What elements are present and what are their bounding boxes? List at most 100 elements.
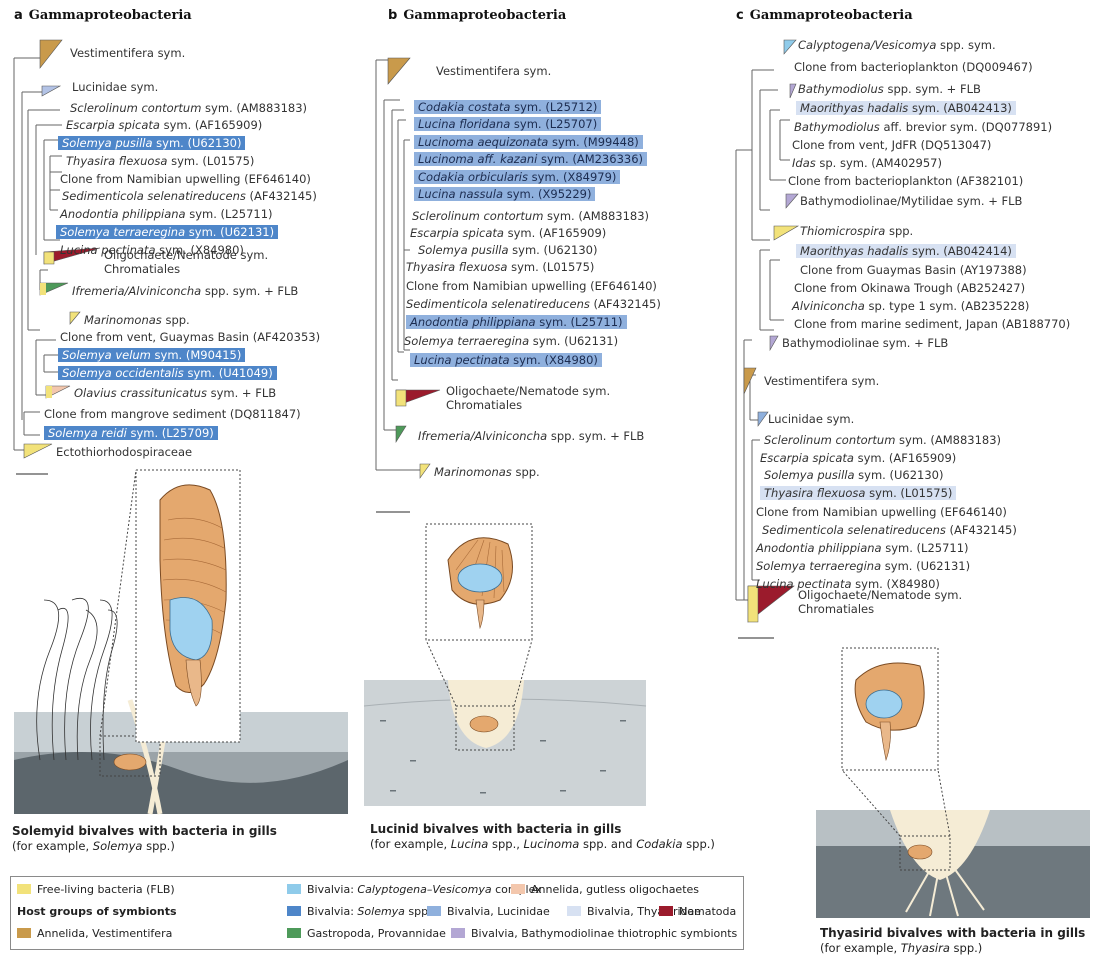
tree-b-leaf: Chromatiales: [446, 398, 522, 413]
legend-item-flb: Free-living bacteria (FLB): [17, 883, 175, 897]
legend-item-solemya: Bivalvia: Solemya spp.: [287, 905, 432, 919]
lucinidae-clade-a: [42, 86, 60, 96]
tree-a-leaf: Lucinidae sym.: [72, 80, 158, 95]
tree-a-leaf: Solemya occidentalis sym. (U41049): [58, 366, 277, 381]
tree-b-leaf: Oligochaete/Nematode sym.: [446, 384, 610, 399]
tree-c-leaf: Anodontia philippiana sym. (L25711): [756, 541, 969, 556]
tree-c-leaf: Bathymodiolus aff. brevior sym. (DQ07789…: [794, 120, 1052, 135]
caption-b: Lucinid bivalves with bacteria in gills …: [370, 822, 715, 852]
tree-c-leaf: Clone from bacterioplankton (AF382101): [788, 174, 1023, 189]
tree-a-leaf: Sedimenticola selenatireducens (AF432145…: [62, 189, 317, 204]
bathymodiolinae-clade-c: [786, 194, 798, 208]
illustration-c: [816, 648, 1090, 918]
tree-b-leaf: Anodontia philippiana sym. (L25711): [406, 315, 627, 330]
tree-a-leaf: Solemya reidi sym. (L25709): [44, 426, 218, 441]
tree-c-leaf: Thiomicrospira spp.: [800, 224, 913, 239]
tree-c-leaf: Lucinidae sym.: [768, 412, 854, 427]
legend-item-calyptogena: Bivalvia: Calyptogena–Vesicomya complex: [287, 883, 542, 897]
tree-b-leaf: Solemya pusilla sym. (U62130): [418, 243, 597, 258]
tree-a-leaf: Anodontia philippiana sym. (L25711): [60, 207, 273, 222]
tree-c-leaf: Escarpia spicata sym. (AF165909): [760, 451, 956, 466]
tree-c-leaf: Clone from bacterioplankton (DQ009467): [794, 60, 1033, 75]
legend-item-lucinidae: Bivalvia, Lucinidae: [427, 905, 550, 919]
tree-c-leaf: Sclerolinum contortum sym. (AM883183): [764, 433, 1001, 448]
legend: Free-living bacteria (FLB) Bivalvia: Cal…: [10, 876, 744, 950]
tree-b-leaf: Sedimenticola selenatireducens (AF432145…: [406, 297, 661, 312]
tree-b-leaf: Lucina floridana sym. (L25707): [414, 117, 601, 132]
tree-c-leaf: Thyasira flexuosa sym. (L01575): [760, 486, 956, 501]
marinomonas-clade-a: [70, 312, 80, 324]
tree-c-leaf: Sedimenticola selenatireducens (AF432145…: [762, 523, 1017, 538]
tree-c-leaf: Idas sp. sym. (AM402957): [792, 156, 942, 171]
marinomonas-clade-b: [420, 464, 430, 478]
tree-c-leaf: Vestimentifera sym.: [764, 374, 879, 389]
tree-c-leaf: Clone from Okinawa Trough (AB252427): [794, 281, 1025, 296]
tree-a-leaf: Chromatiales: [104, 262, 180, 277]
calyptogena-clade-c: [784, 40, 796, 54]
vestimentifera-clade-a: [40, 40, 62, 68]
thiomicrospira-clade-c: [774, 226, 798, 240]
tree-a-leaf: Thyasira flexuosa sym. (L01575): [66, 154, 254, 169]
tree-c-leaf: Clone from vent, JdFR (DQ513047): [792, 138, 991, 153]
vestimentifera-clade-b: [388, 58, 410, 84]
tree-c-leaf: Maorithyas hadalis sym. (AB042414): [796, 244, 1016, 259]
tree-a-leaf: Olavius crassitunicatus sym. + FLB: [74, 386, 276, 401]
ectothio-clade-a: [24, 444, 52, 458]
legend-heading-hosts: Host groups of symbionts: [17, 905, 177, 919]
tree-a-leaf: Vestimentifera sym.: [70, 46, 185, 61]
tree-b-leaf: Marinomonas spp.: [434, 465, 540, 480]
illustration-b: [364, 524, 646, 806]
tree-c-leaf: Maorithyas hadalis sym. (AB042413): [796, 101, 1016, 116]
tree-c-leaf: Chromatiales: [798, 602, 874, 617]
tree-b-leaf: Sclerolinum contortum sym. (AM883183): [412, 209, 649, 224]
provannidae-clade-b: [396, 426, 406, 442]
bathymodiolinae-2-clade-c: [770, 336, 778, 350]
tree-a-leaf: Clone from Namibian upwelling (EF646140): [60, 172, 311, 187]
legend-item-vestimentifera: Annelida, Vestimentifera: [17, 927, 172, 941]
tree-b-leaf: Lucina nassula sym. (X95229): [414, 187, 595, 202]
caption-c: Thyasirid bivalves with bacteria in gill…: [820, 926, 1085, 956]
tree-a-leaf: Solemya velum sym. (M90415): [58, 348, 245, 363]
tree-b-leaf: Codakia orbicularis sym. (X84979): [414, 170, 620, 185]
tree-b-leaf: Clone from Namibian upwelling (EF646140): [406, 279, 657, 294]
tree-c-leaf: Solemya pusilla sym. (U62130): [764, 468, 943, 483]
tree-c-leaf: Solemya terraeregina sym. (U62131): [756, 559, 970, 574]
tree-a-leaf: Sclerolinum contortum sym. (AM883183): [70, 101, 307, 116]
tree-b-leaf: Vestimentifera sym.: [436, 64, 551, 79]
tree-a-leaf: Ifremeria/Alviniconcha spp. sym. + FLB: [72, 284, 298, 299]
tree-a-leaf: Ectothiorhodospiraceae: [56, 445, 192, 460]
tree-a-leaf: Solemya pusilla sym. (U62130): [58, 136, 245, 151]
tree-b-leaf: Thyasira flexuosa sym. (L01575): [406, 260, 594, 275]
tree-a-leaf: Clone from vent, Guaymas Basin (AF420353…: [60, 330, 320, 345]
lucinidae-clade-c: [758, 412, 768, 426]
legend-item-nematoda: Nematoda: [659, 905, 736, 919]
tree-c-leaf: Clone from marine sediment, Japan (AB188…: [794, 317, 1070, 332]
tree-c-leaf: Alviniconcha sp. type 1 sym. (AB235228): [792, 299, 1029, 314]
legend-item-provannidae: Gastropoda, Provannidae: [287, 927, 446, 941]
tree-c-leaf: Clone from Guaymas Basin (AY197388): [800, 263, 1027, 278]
tree-c-leaf: Clone from Namibian upwelling (EF646140): [756, 505, 1007, 520]
tree-a-leaf: Oligochaete/Nematode sym.: [104, 248, 268, 263]
bathymodiolus-clade-c: [790, 84, 796, 98]
tree-c-leaf: Oligochaete/Nematode sym.: [798, 588, 962, 603]
tree-a-leaf: Clone from mangrove sediment (DQ811847): [44, 407, 301, 422]
tree-c-leaf: Calyptogena/Vesicomya spp. sym.: [798, 38, 996, 53]
legend-item-bathymodiolinae: Bivalvia, Bathymodiolinae thiotrophic sy…: [451, 927, 737, 941]
tree-c-leaf: Bathymodiolinae sym. + FLB: [782, 336, 948, 351]
tree-c-branches: [736, 70, 790, 600]
tree-b-leaf: Lucinoma aff. kazani sym. (AM236336): [414, 152, 647, 167]
tree-a-leaf: Solemya terraeregina sym. (U62131): [56, 225, 278, 240]
illustration-a: [14, 470, 348, 814]
tree-c-leaf: Bathymodiolinae/Mytilidae sym. + FLB: [800, 194, 1022, 209]
tree-b-leaf: Codakia costata sym. (L25712): [414, 100, 601, 115]
caption-a: Solemyid bivalves with bacteria in gills…: [12, 824, 277, 854]
tree-b-leaf: Solemya terraeregina sym. (U62131): [404, 334, 618, 349]
tree-b-leaf: Ifremeria/Alviniconcha spp. sym. + FLB: [418, 429, 644, 444]
tree-c-leaf: Bathymodiolus spp. sym. + FLB: [798, 82, 981, 97]
tree-b-leaf: Lucinoma aequizonata sym. (M99448): [414, 135, 643, 150]
tree-a-leaf: Escarpia spicata sym. (AF165909): [66, 118, 262, 133]
legend-item-oligochaetes: Annelida, gutless oligochaetes: [511, 883, 699, 897]
tree-a-leaf: Marinomonas spp.: [84, 313, 190, 328]
